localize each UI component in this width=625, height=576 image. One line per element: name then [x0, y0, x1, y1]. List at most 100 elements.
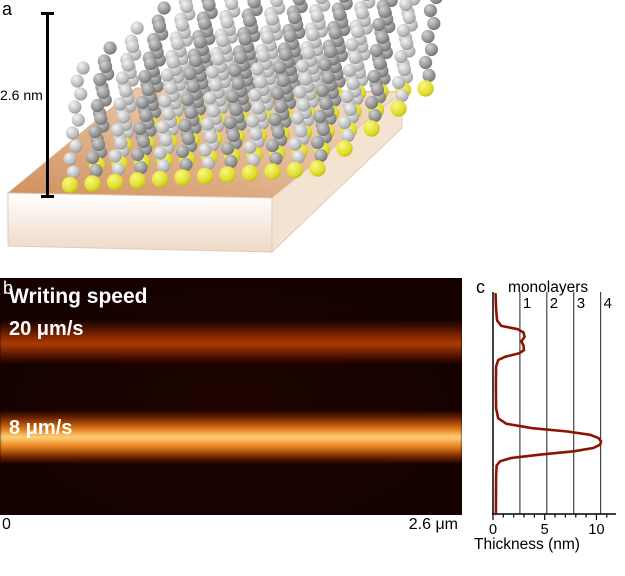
alkyl-chain-sphere — [179, 157, 193, 172]
alkyl-chain-sphere — [270, 86, 284, 101]
sulfur-head-sphere — [129, 172, 146, 189]
monolayer-tick-label: 2 — [550, 295, 558, 312]
alkyl-chain-sphere — [314, 148, 328, 163]
alkyl-chain-sphere — [245, 114, 260, 128]
sulfur-head-sphere — [174, 169, 191, 186]
alkyl-chain-sphere — [362, 0, 371, 2]
substrate-front-face — [7, 192, 273, 253]
alkyl-chain-sphere — [211, 52, 225, 66]
x-tick-label: 5 — [541, 522, 549, 538]
alkyl-chain-sphere — [157, 1, 171, 15]
alkyl-chain-sphere — [156, 159, 171, 173]
scale-bar — [41, 12, 54, 198]
alkyl-chain-sphere — [367, 69, 381, 84]
panel-b-afm-image: b Writing speed 20 μm/s 8 μm/s — [0, 278, 462, 515]
sulfur-head-sphere — [286, 161, 304, 179]
alkyl-chain-sphere — [288, 137, 302, 151]
alkyl-chain-sphere — [338, 0, 350, 3]
alkyl-chain-sphere — [340, 89, 354, 104]
alkyl-chain-sphere — [279, 47, 293, 62]
panel-a-model: a 2.6 nm — [0, 0, 625, 272]
sulfur-head-sphere — [309, 160, 326, 177]
thickness-axis-label: Thickness (nm) — [474, 536, 580, 553]
alkyl-chain-sphere — [419, 55, 433, 70]
alkyl-chain-sphere — [115, 71, 129, 85]
alkyl-chain-sphere — [315, 83, 329, 98]
x-tick-label: 0 — [489, 522, 497, 538]
alkyl-chain-sphere — [202, 0, 216, 12]
alkyl-chain-sphere — [119, 84, 133, 98]
alkyl-chain-sphere — [288, 10, 302, 25]
alkyl-chain-sphere — [86, 150, 100, 165]
afm-written-line-8umps — [0, 410, 462, 464]
alkyl-chain-sphere — [238, 32, 252, 46]
sulfur-head-sphere — [84, 175, 101, 192]
alkyl-chain-sphere — [161, 107, 175, 121]
alkyl-chain-sphere — [226, 128, 240, 143]
alkyl-chain-sphere — [421, 29, 435, 44]
alkyl-chain-sphere — [114, 136, 128, 150]
alkyl-chain-sphere — [321, 70, 335, 85]
sulfur-head-sphere — [417, 80, 434, 97]
alkyl-chain-sphere — [290, 111, 305, 125]
alkyl-chain-sphere — [296, 98, 310, 112]
alkyl-chain-sphere — [225, 89, 239, 104]
alkyl-chain-sphere — [341, 128, 355, 143]
alkyl-chain-sphere — [126, 39, 140, 54]
alkyl-chain-sphere — [153, 19, 167, 34]
alkyl-chain-sphere — [229, 102, 243, 117]
alkyl-chain-sphere — [316, 122, 330, 137]
alkyl-chain-sphere — [216, 33, 230, 48]
alkyl-chain-sphere — [70, 74, 84, 88]
alkyl-chain-sphere — [266, 138, 280, 153]
alkyl-chain-sphere — [135, 95, 149, 110]
alkyl-chain-sphere — [294, 124, 308, 138]
alkyl-chain-sphere — [355, 6, 369, 20]
afm-written-line-20umps — [0, 320, 462, 364]
alkyl-chain-sphere — [231, 76, 245, 91]
alkyl-chain-sphere — [68, 100, 82, 114]
sulfur-head-sphere — [336, 140, 353, 157]
alkyl-chain-sphere — [198, 143, 212, 157]
alkyl-chain-sphere — [65, 126, 80, 140]
alkyl-chain-sphere — [276, 73, 290, 88]
alkyl-chain-sphere — [193, 35, 207, 49]
alkyl-chain-sphere — [243, 140, 257, 154]
alkyl-chain-sphere — [141, 82, 155, 97]
height-profile-curve — [494, 292, 603, 516]
alkyl-chain-sphere — [274, 99, 288, 114]
alkyl-chain-sphere — [319, 96, 333, 111]
alkyl-chain-sphere — [225, 0, 239, 11]
alkyl-chain-sphere — [328, 26, 342, 40]
alkyl-chain-sphere — [333, 7, 347, 22]
alkyl-chain-sphere — [144, 56, 158, 71]
alkyl-chain-sphere — [256, 49, 270, 63]
alkyl-chain-sphere — [178, 118, 192, 133]
alkyl-chain-sphere — [133, 121, 147, 136]
sulfur-head-sphere — [219, 166, 236, 183]
sulfur-head-sphere — [264, 163, 281, 180]
alkyl-chain-sphere — [271, 125, 285, 140]
alkyl-chain-sphere — [265, 12, 279, 26]
alkyl-chain-sphere — [164, 81, 178, 95]
alkyl-chain-sphere — [200, 117, 215, 131]
alkyl-chain-sphere — [338, 115, 352, 130]
scan-scale-max: 2.6 μm — [408, 516, 458, 533]
alkyl-chain-sphere — [198, 16, 212, 31]
alkyl-chain-sphere — [293, 85, 307, 99]
alkyl-chain-sphere — [155, 120, 170, 134]
alkyl-chain-sphere — [399, 0, 413, 12]
alkyl-chain-sphere — [269, 151, 283, 166]
alkyl-chain-sphere — [180, 92, 194, 107]
alkyl-chain-sphere — [392, 75, 406, 90]
sulfur-head-sphere — [61, 176, 79, 194]
monolayer-tick-label: 3 — [577, 295, 585, 312]
alkyl-chain-sphere — [424, 42, 438, 57]
alkyl-chain-sphere — [88, 124, 102, 139]
alkyl-chain-sphere — [224, 154, 238, 169]
alkyl-chain-sphere — [273, 60, 287, 75]
alkyl-chain-sphere — [400, 36, 414, 51]
alkyl-chain-sphere — [111, 162, 126, 176]
